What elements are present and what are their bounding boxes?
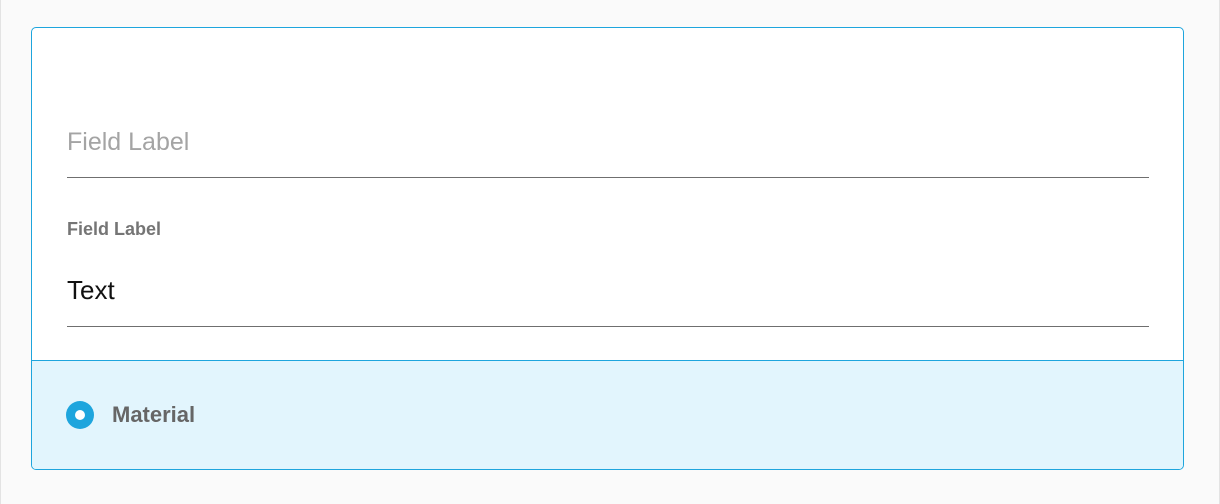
filled-field-label: Field Label [67,219,162,239]
theme-footer: Material [32,360,1183,469]
material-radio-label[interactable]: Material [112,402,196,427]
filled-field-value: Text [67,275,115,305]
empty-text-field[interactable]: Field Label [67,124,1149,178]
radio-selected-icon[interactable] [66,401,94,429]
empty-field-placeholder: Field Label [67,128,190,156]
filled-text-field[interactable]: Field Label Text [67,214,1149,327]
form-card: Field Label Field Label Text Material [31,27,1184,470]
